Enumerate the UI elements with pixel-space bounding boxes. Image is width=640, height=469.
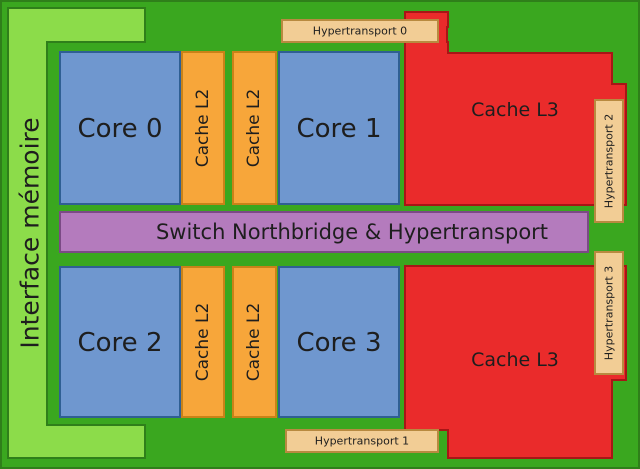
core-3-block <box>278 266 400 418</box>
core-2-label: Core 2 <box>78 328 163 358</box>
cache-l2-core-3-block <box>232 266 277 418</box>
cache-l2-core-2-block <box>181 266 225 418</box>
cache-l2-core-1-block <box>232 51 277 205</box>
core-1-block <box>278 51 400 205</box>
memory-interface-label: Interface mémoire <box>16 117 45 348</box>
cache-l2-core-0-block <box>181 51 225 205</box>
hypertransport-2-block <box>594 99 624 223</box>
hypertransport-2-label: Hypertransport 2 <box>603 114 616 208</box>
hypertransport-1-block <box>285 429 439 453</box>
cache-l2-core-0-label: Cache L2 <box>193 89 213 168</box>
core-0-label: Core 0 <box>78 114 163 144</box>
hypertransport-0-label: Hypertransport 0 <box>313 25 407 38</box>
hypertransport-0-block <box>281 19 439 43</box>
cache-l2-core-1-label: Cache L2 <box>244 89 264 168</box>
hypertransport-3-block <box>594 251 624 375</box>
core-1-label: Core 1 <box>297 114 382 144</box>
cache-l2-core-2-label: Cache L2 <box>193 303 213 382</box>
cache-l3-bottom-label: Cache L3 <box>471 349 559 371</box>
hypertransport-1-label: Hypertransport 1 <box>315 435 409 448</box>
core-0-block <box>59 51 181 205</box>
switch-northbridge-block <box>59 211 589 253</box>
switch-northbridge-label: Switch Northbridge & Hypertransport <box>156 220 548 244</box>
core-2-block <box>59 266 181 418</box>
cache-l2-core-3-label: Cache L2 <box>244 303 264 382</box>
memory-interface-block <box>7 7 146 459</box>
cache-l3-top-label: Cache L3 <box>471 99 559 121</box>
hypertransport-3-label: Hypertransport 3 <box>603 266 616 360</box>
cache-l3-top-block <box>404 11 627 206</box>
core-3-label: Core 3 <box>297 328 382 358</box>
